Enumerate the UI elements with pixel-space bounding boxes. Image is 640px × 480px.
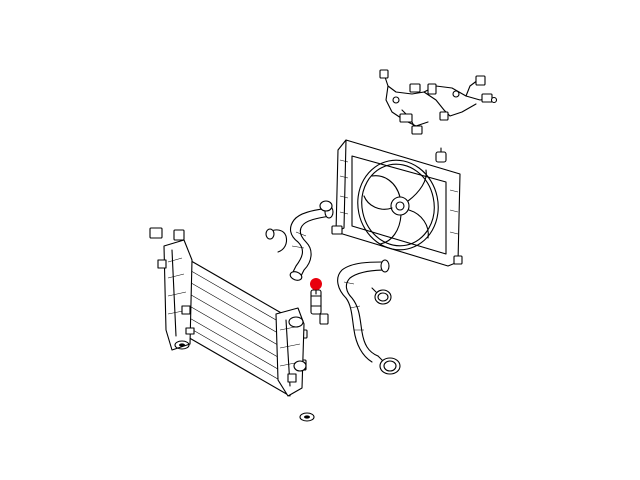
radiator-brackets (149, 227, 185, 241)
hose-elbow (265, 228, 288, 253)
isolator-grommet-bottom (299, 412, 315, 422)
fan-connector (435, 147, 447, 163)
wiring-harness (379, 69, 498, 135)
hose-clamp-upper (371, 287, 392, 305)
cooling-fan-shroud (331, 139, 463, 267)
highlight-marker[interactable] (310, 278, 322, 290)
isolator-grommet-left (174, 340, 190, 350)
upper-radiator-hose (289, 200, 334, 281)
radiator (157, 239, 307, 397)
lower-radiator-hose (337, 259, 390, 363)
hose-clamp-lower (377, 355, 401, 375)
